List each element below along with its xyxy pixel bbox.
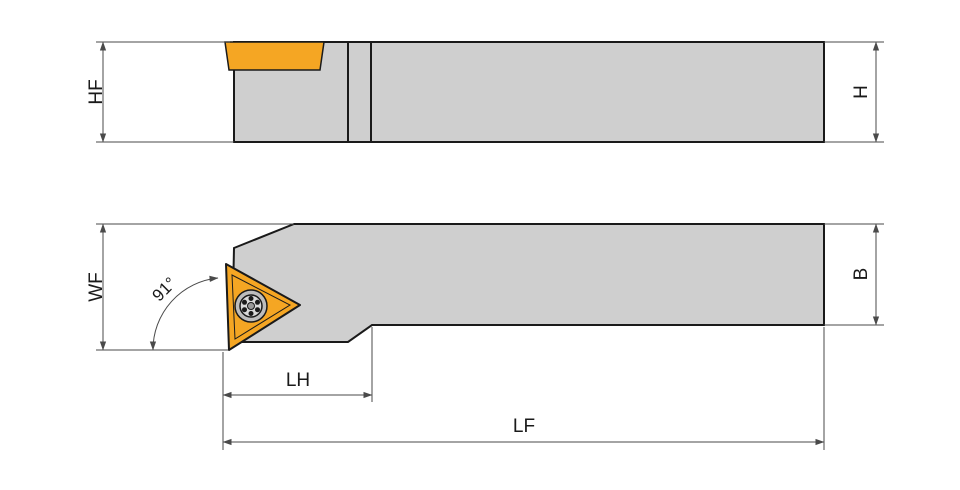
b-label: B xyxy=(851,268,872,281)
insert-top-inner xyxy=(231,274,292,340)
angle-arc xyxy=(149,275,219,351)
torx-screw-icon xyxy=(234,289,268,323)
h-label: H xyxy=(851,85,872,99)
shank-top xyxy=(230,223,825,343)
hf-label: HF xyxy=(86,79,107,104)
lh-label: LH xyxy=(286,370,310,391)
top-view: WF 91° B LH LF xyxy=(86,223,884,450)
shank-side xyxy=(233,41,825,143)
angle-label: 91° xyxy=(149,274,181,306)
lf-label: LF xyxy=(513,416,535,437)
side-view: HF H xyxy=(86,41,884,143)
wf-label: WF xyxy=(86,272,107,302)
insert-side xyxy=(224,41,325,71)
